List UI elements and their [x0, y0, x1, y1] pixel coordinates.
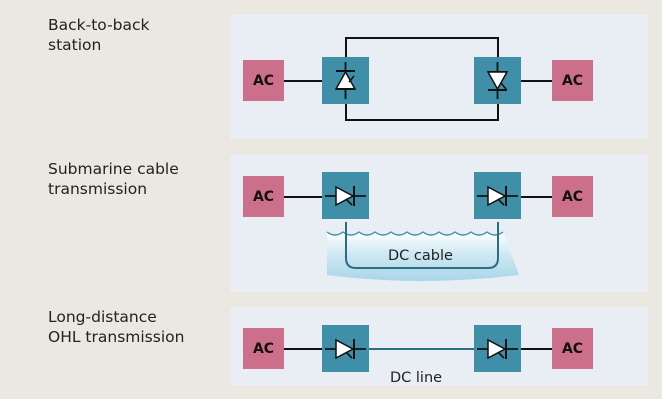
converter-left-submarine	[322, 172, 369, 219]
loop-wire-top	[346, 37, 498, 39]
thyristor-right-icon	[477, 185, 518, 207]
row-label-back-to-back: Back-to-back station	[48, 16, 150, 54]
converter-left-ohl	[322, 325, 369, 372]
thyristor-down-icon	[486, 62, 509, 99]
wire-ac-left-submarine	[284, 196, 322, 198]
wire-ac-right-submarine	[521, 196, 552, 198]
ac-block-left: AC	[243, 60, 284, 101]
ac-block-left-ohl: AC	[243, 328, 284, 369]
wire-ac-left	[284, 80, 322, 82]
dc-line-label: DC line	[390, 370, 443, 386]
converter-right-submarine	[474, 172, 521, 219]
thyristor-up-icon	[334, 62, 357, 99]
thyristor-right-icon	[325, 185, 366, 207]
wire-ac-right-ohl	[521, 348, 552, 350]
ac-block-left-submarine: AC	[243, 176, 284, 217]
thyristor-right-icon	[325, 338, 366, 360]
loop-wire-bottom	[346, 119, 498, 121]
row-label-submarine: Submarine cable transmission	[48, 160, 179, 198]
row-label-ohl: Long-distance OHL transmission	[48, 308, 185, 346]
inverter-down	[474, 57, 521, 104]
rectifier-up	[322, 57, 369, 104]
converter-right-ohl	[474, 325, 521, 372]
dc-cable-label: DC cable	[388, 248, 453, 264]
dc-line	[369, 348, 474, 350]
thyristor-right-icon	[477, 338, 518, 360]
ac-block-right-ohl: AC	[552, 328, 593, 369]
ac-block-right-submarine: AC	[552, 176, 593, 217]
wire-ac-right	[521, 80, 552, 82]
wire-ac-left-ohl	[284, 348, 322, 350]
ac-block-right: AC	[552, 60, 593, 101]
